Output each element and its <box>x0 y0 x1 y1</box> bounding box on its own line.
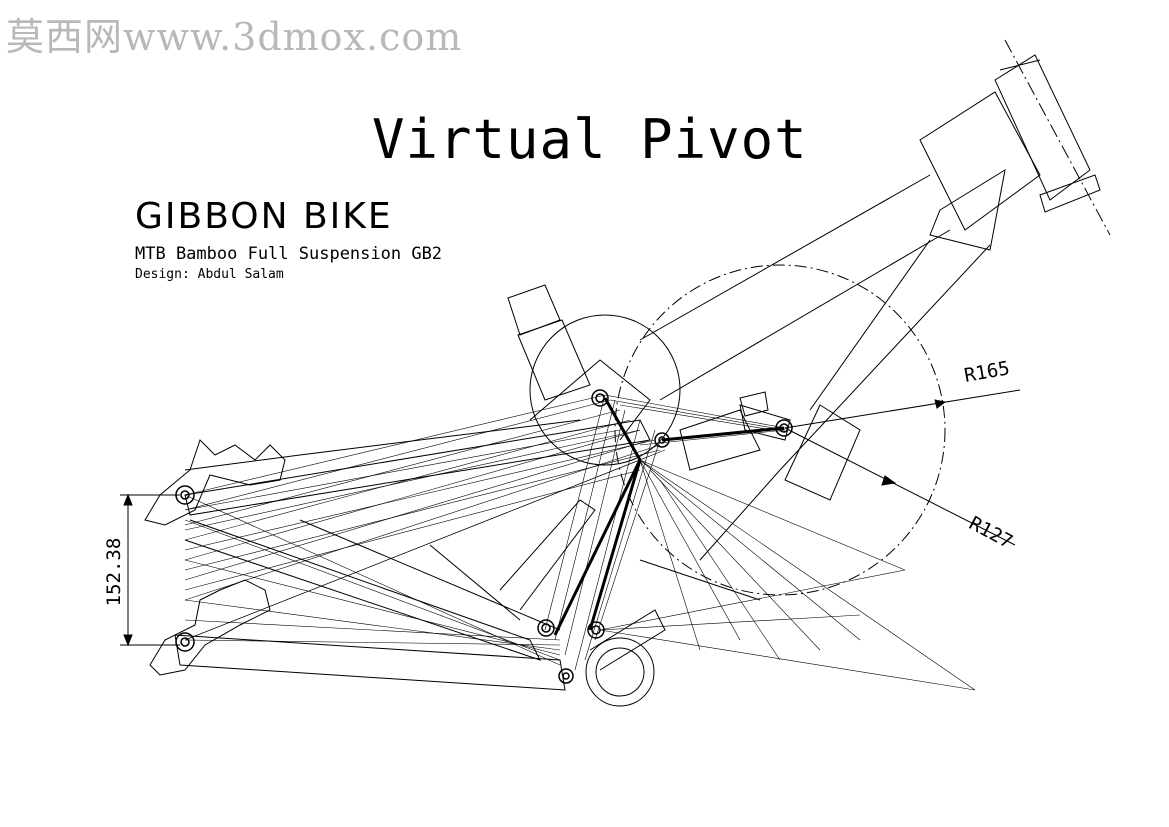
rear-stays <box>174 419 651 691</box>
dimension-label-152: 152.38 <box>103 538 125 607</box>
brand-name: GIBBON BIKE <box>135 196 393 237</box>
arc-r165 <box>614 264 946 596</box>
seat-tube <box>507 284 651 441</box>
designer-credit: Design: Abdul Salam <box>135 267 284 282</box>
vertical-dimension <box>120 493 180 647</box>
dimension-label-r127: R127 <box>965 512 1016 553</box>
pivot-circle <box>529 314 681 466</box>
pivot-points <box>175 389 793 684</box>
dimension-label-r165: R165 <box>963 357 1012 387</box>
drawing-title: Virtual Pivot <box>372 108 808 171</box>
model-subtitle: MTB Bamboo Full Suspension GB2 <box>135 244 443 264</box>
rear-dropouts <box>144 439 286 676</box>
front-triangle <box>639 91 1041 601</box>
bottom-bracket <box>585 609 666 707</box>
rear-shock <box>679 391 791 471</box>
watermark-text: 莫西网www.3dmox.com <box>6 15 463 59</box>
head-tube <box>994 39 1111 236</box>
link-members <box>553 397 785 636</box>
radius-leaders <box>784 389 1021 546</box>
